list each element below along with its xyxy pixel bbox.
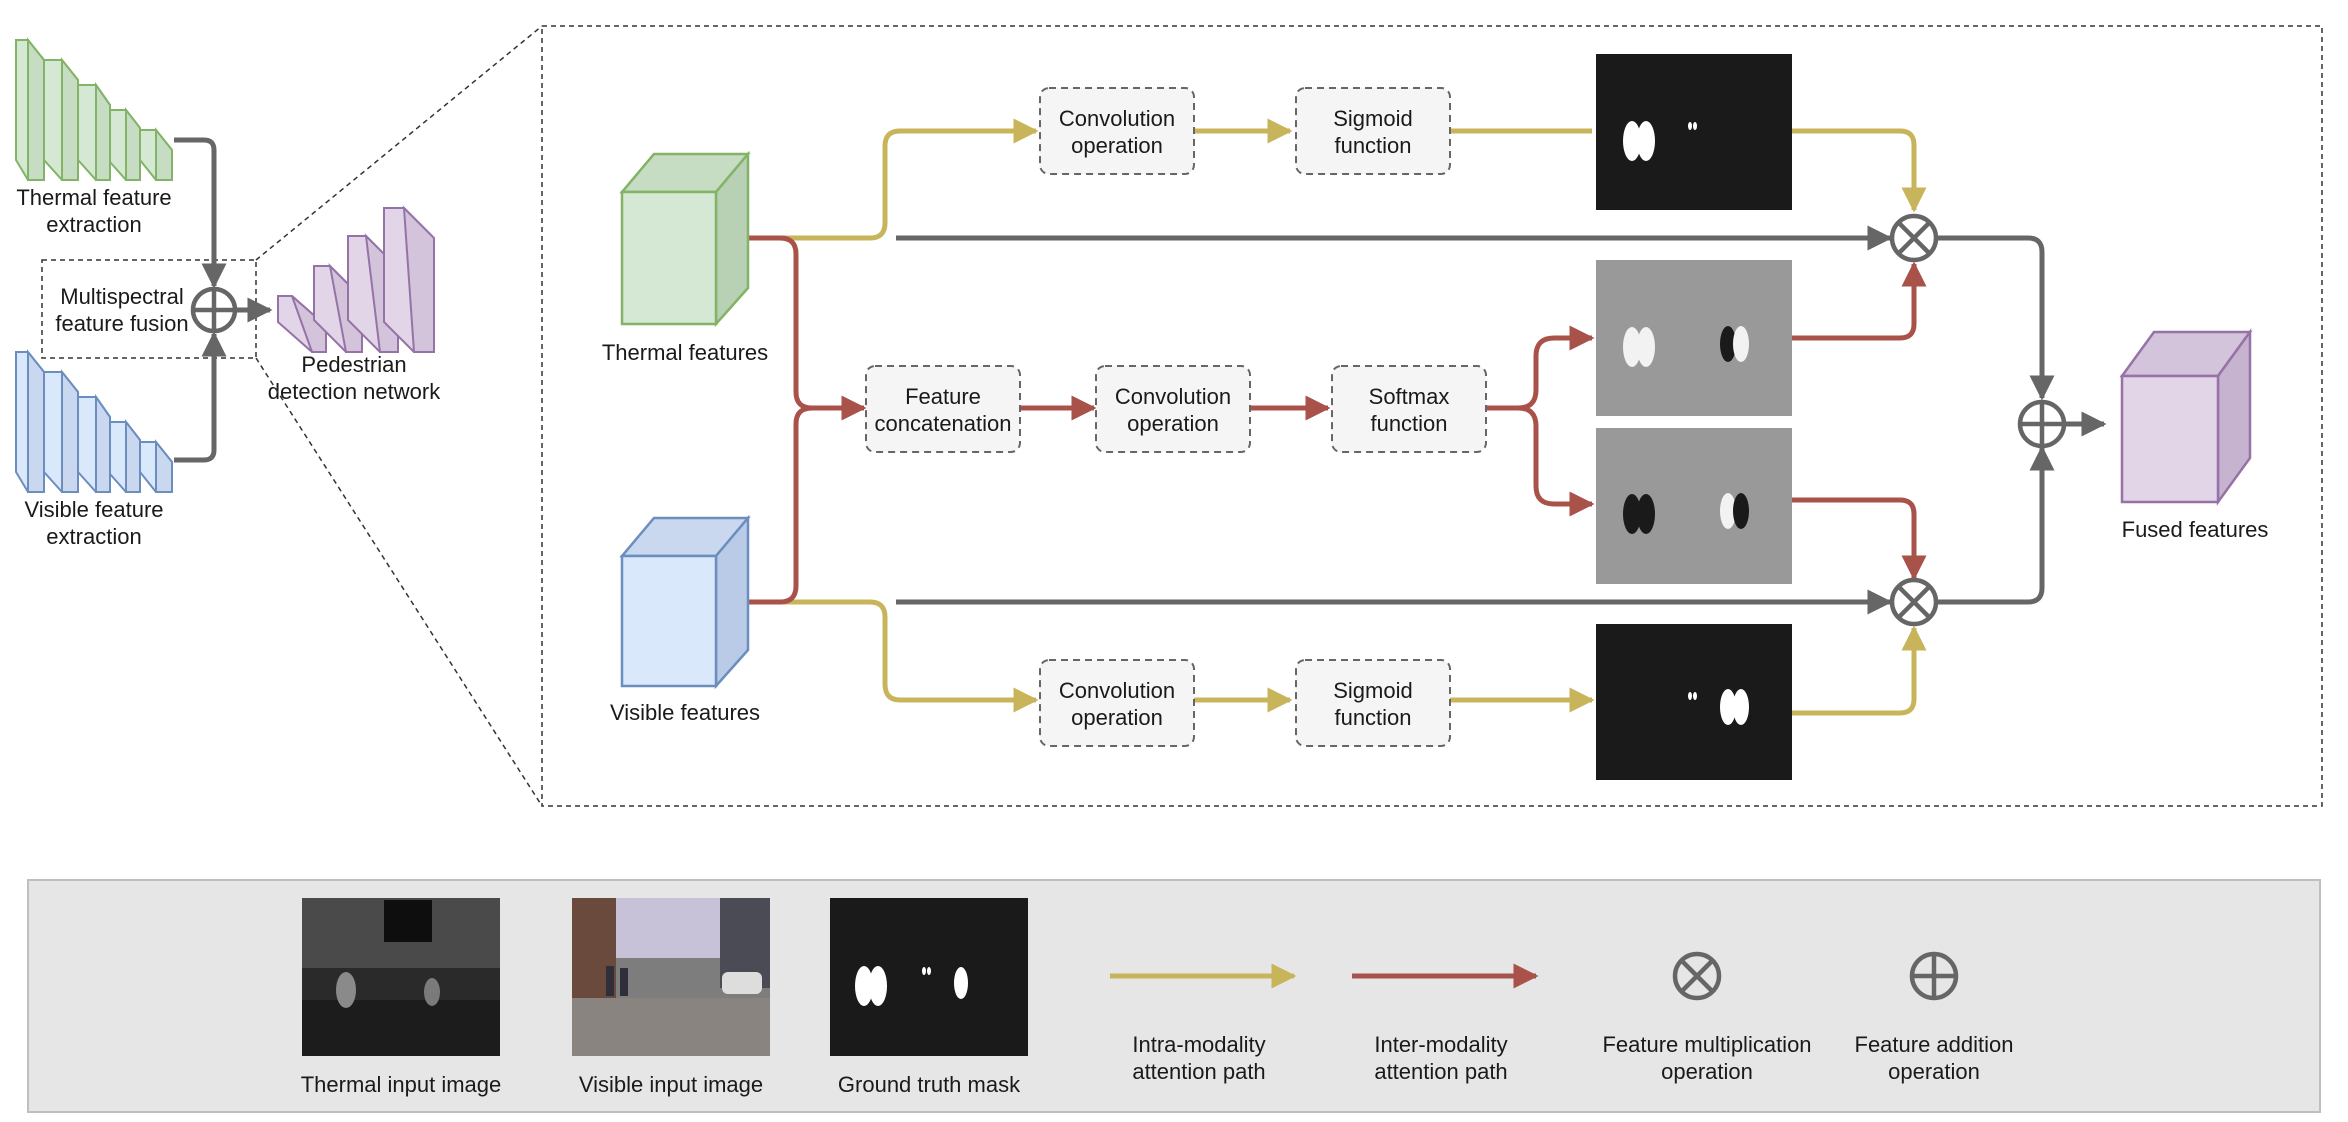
detection-label-2: detection network (268, 379, 441, 404)
fused-features-label: Fused features (2122, 517, 2269, 542)
visible-intra-attention-map (1596, 624, 1792, 780)
zoom-line-top (255, 25, 543, 261)
visible-to-fusion-arrow (174, 331, 227, 463)
top-sigmoid-box: Sigmoid function (1295, 87, 1451, 175)
thermal-input-label: Thermal input image (301, 1072, 502, 1097)
visible-input-image (572, 898, 770, 1056)
top-conv-box: Convolution operation (1039, 87, 1195, 175)
legend-add-label-2: operation (1888, 1059, 1980, 1084)
mid-conv-label-2: operation (1127, 411, 1219, 436)
legend-mult-label-1: Feature multiplication (1602, 1032, 1811, 1057)
thermal-extraction-label-2: extraction (46, 212, 141, 237)
visible-input-label: Visible input image (579, 1072, 763, 1097)
bottom-sigmoid-box: Sigmoid function (1295, 659, 1451, 747)
fusion-label-1: Multispectral (60, 284, 183, 309)
visible-extraction-label-2: extraction (46, 524, 141, 549)
thermal-inter-attention-map (1596, 260, 1792, 416)
bottom-sigmoid-label-2: function (1334, 705, 1411, 730)
softmax-label-2: function (1370, 411, 1447, 436)
mid-conv-box: Convolution operation (1095, 365, 1251, 453)
bottom-multiplication-icon (1889, 577, 1939, 627)
top-multiplication-icon (1889, 213, 1939, 263)
concat-label-2: concatenation (875, 411, 1012, 436)
intra-paths (728, 118, 1927, 716)
top-conv-label-2: operation (1071, 133, 1163, 158)
legend-intra-label-2: attention path (1132, 1059, 1265, 1084)
thermal-intra-attention-map (1596, 54, 1792, 210)
thermal-to-fusion-arrow (174, 137, 227, 289)
overview-addition-icon (190, 286, 238, 334)
visible-features-label: Visible features (610, 700, 760, 725)
concat-label-1: Feature (905, 384, 981, 409)
legend-add-label-1: Feature addition (1855, 1032, 2014, 1057)
main-addition-icon (2017, 399, 2067, 449)
legend-intra-label-1: Intra-modality (1132, 1032, 1265, 1057)
mid-conv-label-1: Convolution (1115, 384, 1231, 409)
concat-box: Feature concatenation (865, 365, 1021, 453)
top-conv-label-1: Convolution (1059, 106, 1175, 131)
thermal-input-image (302, 898, 500, 1056)
legend-mult-label-2: operation (1661, 1059, 1753, 1084)
bottom-sigmoid-label-1: Sigmoid (1333, 678, 1412, 703)
legend-inter-label-2: attention path (1374, 1059, 1507, 1084)
legend-multiplication-icon (1672, 951, 1722, 1001)
visible-extraction-stack (15, 349, 173, 493)
legend-addition-icon (1909, 951, 1959, 1001)
detection-label-1: Pedestrian (301, 352, 406, 377)
bottom-conv-box: Convolution operation (1039, 659, 1195, 747)
thermal-features-cube (619, 150, 751, 328)
thermal-extraction-stack (15, 37, 173, 181)
visible-features-cube (619, 514, 751, 690)
thermal-features-label: Thermal features (602, 340, 768, 365)
bottom-conv-label-2: operation (1071, 705, 1163, 730)
inter-paths (728, 235, 1927, 605)
bottom-conv-label-1: Convolution (1059, 678, 1175, 703)
gray-paths (896, 225, 2107, 615)
fusion-label-2: feature fusion (55, 311, 188, 336)
legend-inter-label-1: Inter-modality (1374, 1032, 1507, 1057)
top-sigmoid-label-2: function (1334, 133, 1411, 158)
softmax-label-1: Softmax (1369, 384, 1450, 409)
zoom-line-bottom (255, 357, 543, 807)
ground-truth-mask (830, 898, 1028, 1056)
thermal-extraction-label-1: Thermal feature (16, 185, 171, 210)
visible-extraction-label-1: Visible feature (24, 497, 163, 522)
detail-panel-border (541, 25, 2323, 807)
top-sigmoid-label-1: Sigmoid (1333, 106, 1412, 131)
gt-mask-label: Ground truth mask (838, 1072, 1021, 1097)
visible-inter-attention-map (1596, 428, 1792, 584)
softmax-box: Softmax function (1331, 365, 1487, 453)
fused-features-cube (2119, 328, 2253, 506)
detection-stack (277, 205, 435, 353)
